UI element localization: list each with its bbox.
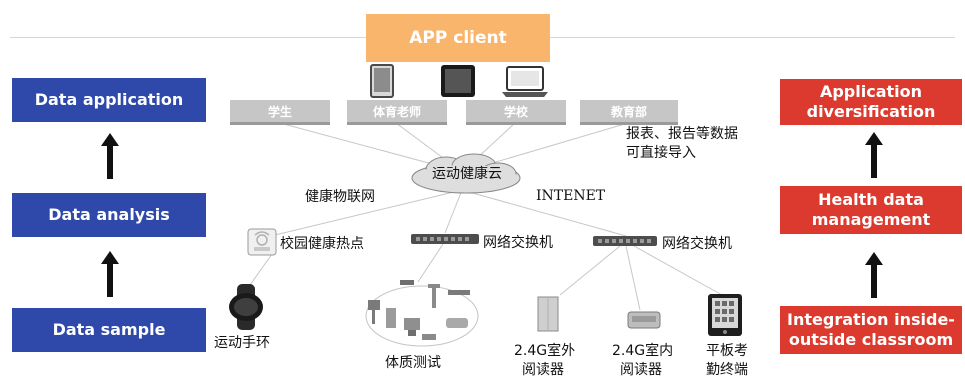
network-switch-icon: [593, 236, 657, 246]
app-client-label: APP client: [409, 28, 507, 48]
tab-pe-teacher: 体育老师: [347, 100, 447, 125]
line-cloud-switch1: [444, 189, 463, 234]
indoor-reader-label: 2.4G室内 阅读器: [612, 342, 673, 380]
indoor-reader-line-1: 2.4G室内: [612, 343, 674, 359]
health-data-management-line-1: Health data: [818, 190, 924, 209]
integration-line-2: outside classroom: [788, 330, 954, 349]
export-note-line-2: 可直接导入: [626, 145, 696, 161]
data-sample-box: Data sample: [12, 308, 206, 352]
data-application-label: Data application: [34, 90, 184, 109]
outdoor-reader-line-1: 2.4G室外: [514, 343, 576, 359]
internet-label: INTENET: [536, 188, 606, 204]
data-application-box: Data application: [12, 78, 206, 122]
outdoor-reader-icon: [537, 296, 559, 332]
switch-2-label: 网络交换机: [662, 236, 732, 252]
fitness-test-equipment-icon: [365, 280, 479, 347]
line-cloud-switch2: [461, 189, 627, 237]
tab-school: 学校: [466, 100, 566, 125]
outdoor-reader-line-2: 阅读器: [522, 362, 564, 378]
line-hotspot-wristband: [249, 253, 273, 286]
arrow-up-icon: [865, 252, 883, 298]
tablet-white-icon: [370, 64, 394, 98]
application-diversification-line-1: Application: [819, 82, 923, 101]
application-diversification-box: Application diversification: [780, 79, 962, 125]
outdoor-reader-label: 2.4G室外 阅读器: [514, 342, 575, 380]
cloud-label: 运动健康云: [432, 166, 502, 182]
cloud-icon: [411, 153, 521, 194]
hotspot-device-icon: [247, 228, 277, 256]
integration-box: Integration inside- outside classroom: [780, 306, 962, 354]
export-note-line-1: 报表、报告等数据: [626, 126, 738, 142]
tablet-terminal-label: 平板考 勤终端: [706, 342, 748, 380]
line-switch2-outdoor: [559, 245, 621, 296]
switch-1-label: 网络交换机: [483, 235, 553, 251]
tablet-terminal-line-1: 平板考: [706, 343, 748, 359]
indoor-reader-line-2: 阅读器: [620, 362, 662, 378]
tab-education-bureau: 教育部: [580, 100, 678, 125]
line-switch2-indoor: [625, 245, 641, 311]
line-switch2-tablet: [633, 245, 723, 296]
arrow-up-icon: [865, 132, 883, 178]
tablet-black-icon: [441, 65, 475, 97]
export-note: 报表、报告等数据 可直接导入: [626, 125, 738, 163]
campus-hotspot-label: 校园健康热点: [280, 236, 364, 252]
app-client-banner: APP client: [366, 14, 550, 62]
indoor-reader-icon: [627, 311, 661, 329]
integration-line-1: Integration inside-: [787, 310, 955, 329]
line-cloud-hotspot: [274, 189, 463, 236]
fitness-test-label: 体质测试: [385, 355, 441, 371]
data-analysis-box: Data analysis: [12, 193, 206, 237]
health-data-management-box: Health data management: [780, 186, 962, 234]
tab-students: 学生: [230, 100, 330, 125]
tab-school-label: 学校: [503, 104, 528, 119]
arrow-up-icon: [101, 133, 119, 179]
tab-education-bureau-label: 教育部: [610, 104, 647, 119]
tab-pe-teacher-label: 体育老师: [372, 104, 421, 119]
line-switch1-fitness: [417, 243, 444, 283]
data-analysis-label: Data analysis: [48, 205, 170, 224]
tablet-terminal-line-2: 勤终端: [706, 362, 748, 378]
network-switch-icon: [411, 234, 479, 244]
health-data-management-line-2: management: [811, 210, 931, 229]
application-diversification-line-2: diversification: [806, 102, 936, 121]
iot-label: 健康物联网: [305, 189, 375, 205]
smart-wristband-icon: [229, 284, 263, 330]
laptop-icon: [502, 66, 548, 97]
wristband-label: 运动手环: [214, 335, 270, 351]
data-sample-label: Data sample: [52, 320, 166, 339]
attendance-terminal-icon: [708, 294, 742, 336]
arrow-up-icon: [101, 251, 119, 297]
tab-students-label: 学生: [267, 104, 292, 119]
